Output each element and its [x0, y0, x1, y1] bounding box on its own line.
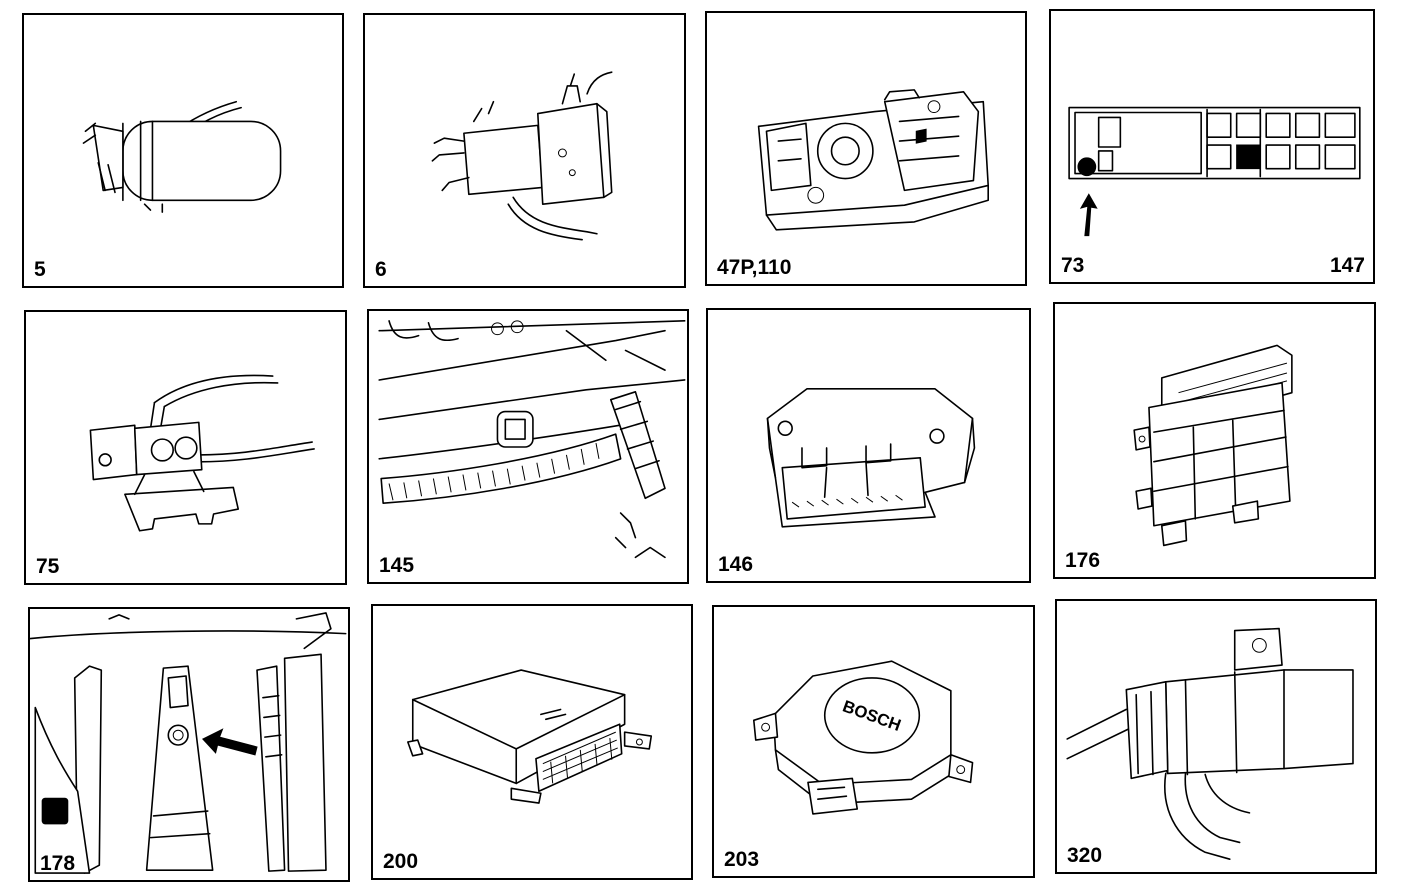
- ignition-module-drawing: [708, 310, 1029, 581]
- throttle-body-drawing: [707, 13, 1025, 284]
- panel-178-underhood-location: 178: [28, 607, 350, 882]
- panel-6-valve: 6: [363, 13, 686, 288]
- figure-label-secondary: 147: [1329, 254, 1365, 277]
- fuse-box-drawing: [1051, 11, 1373, 282]
- arrow-pointer-icon: [1081, 194, 1097, 235]
- throttle-position-sensor-drawing: BOSCH: [714, 607, 1033, 876]
- sensor-bracket-drawing: [26, 312, 345, 583]
- underhood-location-drawing: [30, 609, 348, 880]
- figure-label: 75: [36, 555, 60, 578]
- figure-label: 178: [40, 852, 76, 875]
- figure-label: 6: [375, 258, 387, 281]
- panel-73-147-fuse-box: 73 147: [1049, 9, 1375, 284]
- panel-176-ecu-connector: 176: [1053, 302, 1376, 579]
- panel-75-sensor-bracket: 75: [24, 310, 347, 585]
- figure-label: 320: [1067, 844, 1103, 867]
- panel-320-relay-clamp: 320: [1055, 599, 1377, 874]
- figure-label: 146: [718, 553, 754, 576]
- figure-label: 73: [1061, 254, 1085, 277]
- panel-5-coil: 5: [22, 13, 344, 288]
- figure-label: 47P,110: [717, 256, 792, 279]
- panel-203-throttle-position-sensor: BOSCH 203: [712, 605, 1035, 878]
- harness-connector-drawing: [369, 311, 687, 582]
- figure-label: 5: [34, 258, 46, 281]
- panel-145-harness-connector: 145: [367, 309, 689, 584]
- ignition-coil-drawing: [24, 15, 342, 286]
- valve-assembly-drawing: [365, 15, 684, 286]
- figure-label: 200: [383, 850, 419, 873]
- figure-label: 176: [1065, 549, 1101, 572]
- figure-label: 145: [379, 554, 415, 577]
- panel-146-ignition-module: 146: [706, 308, 1031, 583]
- panel-200-control-unit: 200: [371, 604, 693, 880]
- relay-clamp-drawing: [1057, 601, 1375, 872]
- panel-47p-110-throttle-body: 47P,110: [705, 11, 1027, 286]
- ecu-module-drawing: [1055, 304, 1374, 577]
- figure-label: 203: [724, 848, 760, 871]
- control-unit-drawing: [373, 606, 691, 878]
- arrow-pointer-icon: [203, 729, 257, 755]
